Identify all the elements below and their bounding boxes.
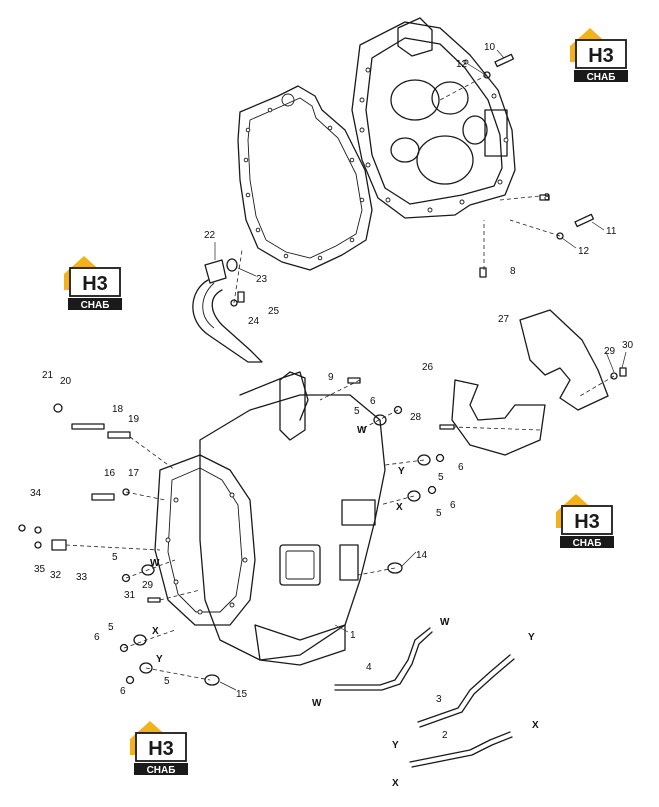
callout-32: 32 [50,570,62,581]
assembly-lines [65,74,615,681]
svg-text:H3: H3 [148,738,174,760]
callout-10: 10 [484,42,496,53]
suction-tube [192,258,263,363]
hardware [18,53,627,686]
callout-6: 6 [458,462,464,473]
callout-8: 8 [544,192,550,203]
callout-6: 6 [94,632,100,643]
callout-22: 22 [204,230,216,241]
callout-27: 27 [498,314,510,325]
callout-19: 19 [128,414,140,425]
callout-6: 6 [450,500,456,511]
callout-leaders [214,49,627,691]
brand-logo-top-right: H3 CHAБ [570,28,628,83]
main-housing [154,371,386,666]
callout-21: 21 [42,370,54,381]
callout-24: 24 [248,316,260,327]
callout-12: 12 [456,59,468,70]
callout-30: 30 [622,340,634,351]
svg-text:H3: H3 [574,511,600,533]
callout-23: 23 [256,274,268,285]
callout-5: 5 [354,406,360,417]
callout-6: 6 [120,686,126,697]
svg-text:CHAБ: CHAБ [147,765,176,776]
callout-5: 5 [436,508,442,519]
callout-34: 34 [30,488,42,499]
port-letters: W W W W Y Y Y Y X X X X [150,425,539,789]
oil-tube-4 [334,627,433,691]
callout-18: 18 [112,404,124,415]
callout-11: 11 [606,226,617,237]
port-letter-x: X [152,626,159,637]
port-letter-w: W [357,425,367,436]
callout-25: 25 [268,306,280,317]
svg-text:CHAБ: CHAБ [81,300,110,311]
rear-cover-plate [351,17,516,219]
oil-tube-3 [417,654,515,728]
callout-12: 12 [578,246,590,257]
port-letter-y: Y [156,654,163,665]
callout-20: 20 [60,376,72,387]
port-letter-x: X [396,502,403,513]
callout-5: 5 [108,622,114,633]
callout-26: 26 [422,362,434,373]
callout-14: 14 [416,550,428,561]
callout-4: 4 [366,662,372,673]
callout-8: 8 [510,266,516,277]
callout-9: 9 [328,372,334,383]
port-letter-y: Y [398,466,405,477]
port-letter-y: Y [392,740,399,751]
oil-tube-2 [409,731,513,768]
guard-plate-27 [519,309,609,411]
svg-text:CHAБ: CHAБ [573,538,602,549]
brand-logo-right: H3 CHAБ [556,494,614,549]
port-letter-y: Y [528,632,535,643]
port-letter-w: W [312,698,322,709]
callout-29: 29 [604,346,616,357]
callout-17: 17 [128,468,140,479]
callout-28: 28 [410,412,422,423]
svg-text:H3: H3 [588,45,614,67]
svg-text:CHAБ: CHAБ [587,72,616,83]
callout-1: 1 [350,630,356,641]
port-letter-w: W [440,617,450,628]
callout-33: 33 [76,572,88,583]
cover-gasket [237,85,373,271]
callout-15: 15 [236,689,248,700]
port-letter-w: W [150,558,160,569]
callout-5: 5 [164,676,170,687]
callout-5: 5 [112,552,118,563]
callout-31: 31 [124,590,136,601]
callout-5: 5 [438,472,444,483]
brand-logo-left: H3 CHAБ [64,256,122,311]
callout-35: 35 [34,564,46,575]
callout-29: 29 [142,580,154,591]
callout-16: 16 [104,468,116,479]
callout-6: 6 [370,396,376,407]
port-letter-x: X [532,720,539,731]
port-letter-x: X [392,778,399,789]
callout-labels: 1 2 3 4 5 5 5 5 5 5 6 6 6 6 6 8 8 9 10 1… [30,42,634,741]
callout-2: 2 [442,730,448,741]
callout-3: 3 [436,694,442,705]
brand-logo-bottom: H3 CHAБ [130,721,188,776]
svg-text:H3: H3 [82,273,108,295]
guard-plate-26 [451,379,546,456]
